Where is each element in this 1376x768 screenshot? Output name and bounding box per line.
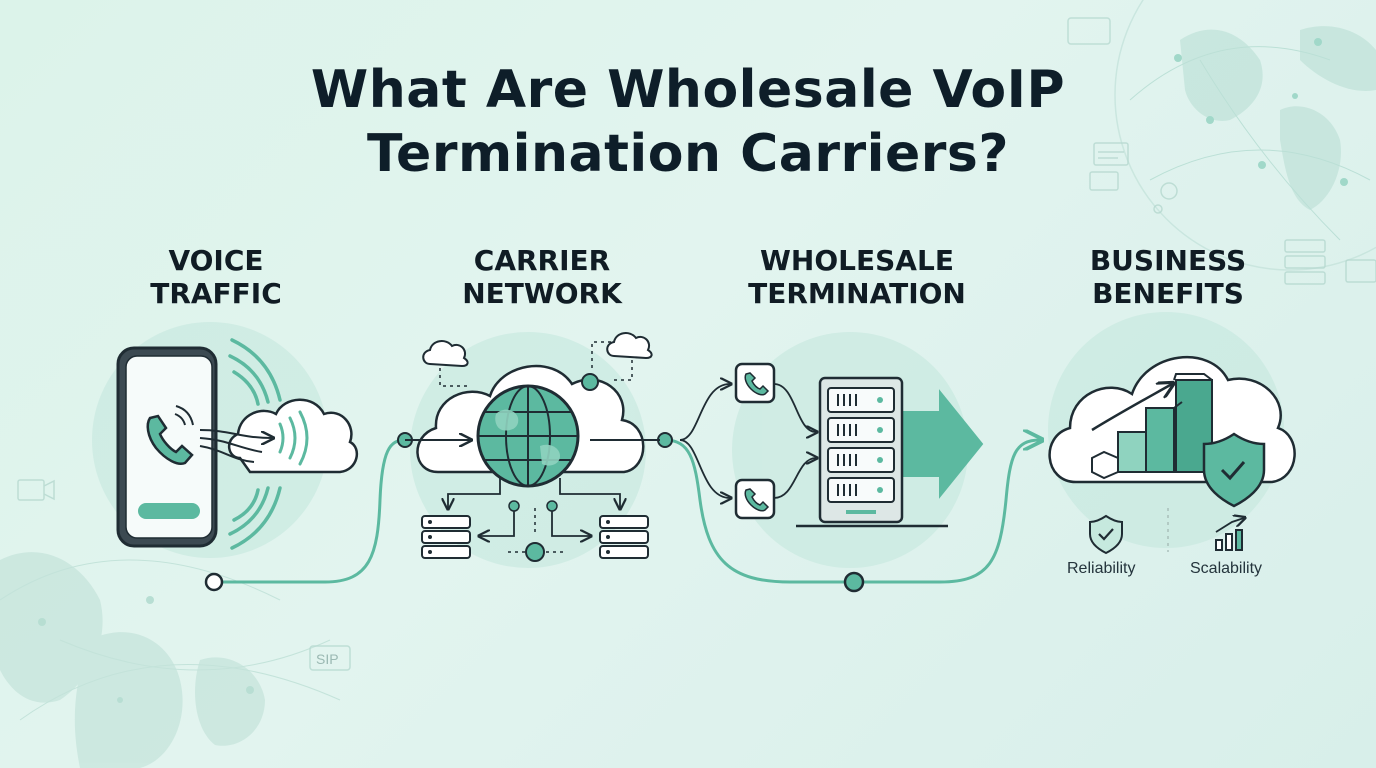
phone-badge-icon — [734, 478, 776, 520]
stage-heading-line: CARRIER — [473, 244, 611, 277]
growth-chart-cloud-icon — [1048, 356, 1296, 508]
page-title-line-2: Termination Carriers? — [366, 124, 1009, 184]
stage-heading-line: BENEFITS — [1092, 277, 1244, 310]
stage-heading-line: NETWORK — [462, 277, 622, 310]
background-folder-icon — [1067, 17, 1111, 45]
connector-node — [204, 572, 224, 592]
background-sip-label: SIP — [316, 651, 339, 667]
benefit-label-scalability: Scalability — [1190, 560, 1263, 577]
stage-heading-line: BUSINESS — [1089, 244, 1247, 277]
stage-heading-business-benefits: BUSINESS BENEFITS — [1018, 244, 1318, 310]
stage-heading-line: VOICE — [168, 244, 264, 277]
stage-heading-voice-traffic: VOICE TRAFFIC — [66, 244, 366, 310]
background-globe-icon — [1114, 0, 1376, 271]
background-server-icon — [1284, 239, 1326, 253]
smartphone-call-icon — [116, 338, 359, 550]
stage-heading-wholesale-termination: WHOLESALE TERMINATION — [707, 244, 1007, 310]
stage-heading-carrier-network: CARRIER NETWORK — [392, 244, 692, 310]
flow-connector — [214, 440, 1040, 584]
connector-node — [843, 571, 865, 593]
page-title-line-1: What Are Wholesale VoIP — [310, 60, 1066, 120]
phone-badge-icon — [734, 362, 776, 404]
server-stack-icon — [421, 515, 471, 559]
page-title: What Are Wholesale VoIP Termination Carr… — [0, 58, 1376, 186]
background-sip-tag — [309, 645, 351, 671]
shield-check-icon — [1089, 514, 1123, 555]
server-stack-icon — [599, 515, 649, 559]
background-world-map-icon — [0, 552, 341, 768]
stage-heading-line: TRAFFIC — [150, 277, 282, 310]
connector-node — [657, 432, 673, 448]
benefit-label-reliability: Reliability — [1067, 560, 1136, 577]
globe-cloud-icon — [405, 332, 660, 562]
background-document-icon — [1093, 142, 1129, 166]
shield-icon — [1202, 432, 1266, 508]
background-camera-icon — [17, 479, 45, 501]
stage-heading-line: TERMINATION — [748, 277, 966, 310]
stage-heading-line: WHOLESALE — [760, 244, 954, 277]
bar-chart-up-icon — [1215, 518, 1244, 551]
server-rack-icon — [679, 362, 984, 528]
